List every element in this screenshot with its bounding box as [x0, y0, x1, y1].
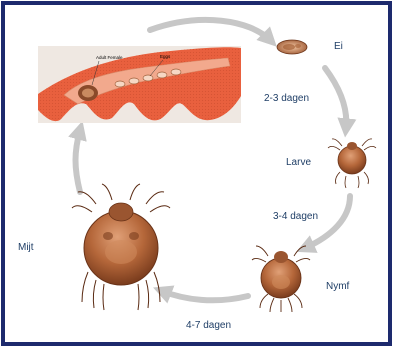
eggs-label: Eggs [160, 54, 171, 59]
adult-female-mite [78, 85, 98, 101]
stage-label-nymph: Nymf [326, 281, 349, 292]
skin-burrow-inset: Adult Female Eggs [38, 46, 241, 123]
duration-nymph-to-mite: 4-7 dagen [186, 320, 231, 331]
duration-egg-to-larva: 2-3 dagen [264, 93, 309, 104]
stage-label-mite: Mijt [18, 242, 34, 253]
stage-label-egg: Ei [334, 41, 343, 52]
stage-label-larva: Larve [286, 157, 311, 168]
duration-larva-to-nymph: 3-4 dagen [273, 211, 318, 222]
adult-female-label: Adult Female [96, 55, 123, 60]
egg-illustration [277, 40, 307, 54]
